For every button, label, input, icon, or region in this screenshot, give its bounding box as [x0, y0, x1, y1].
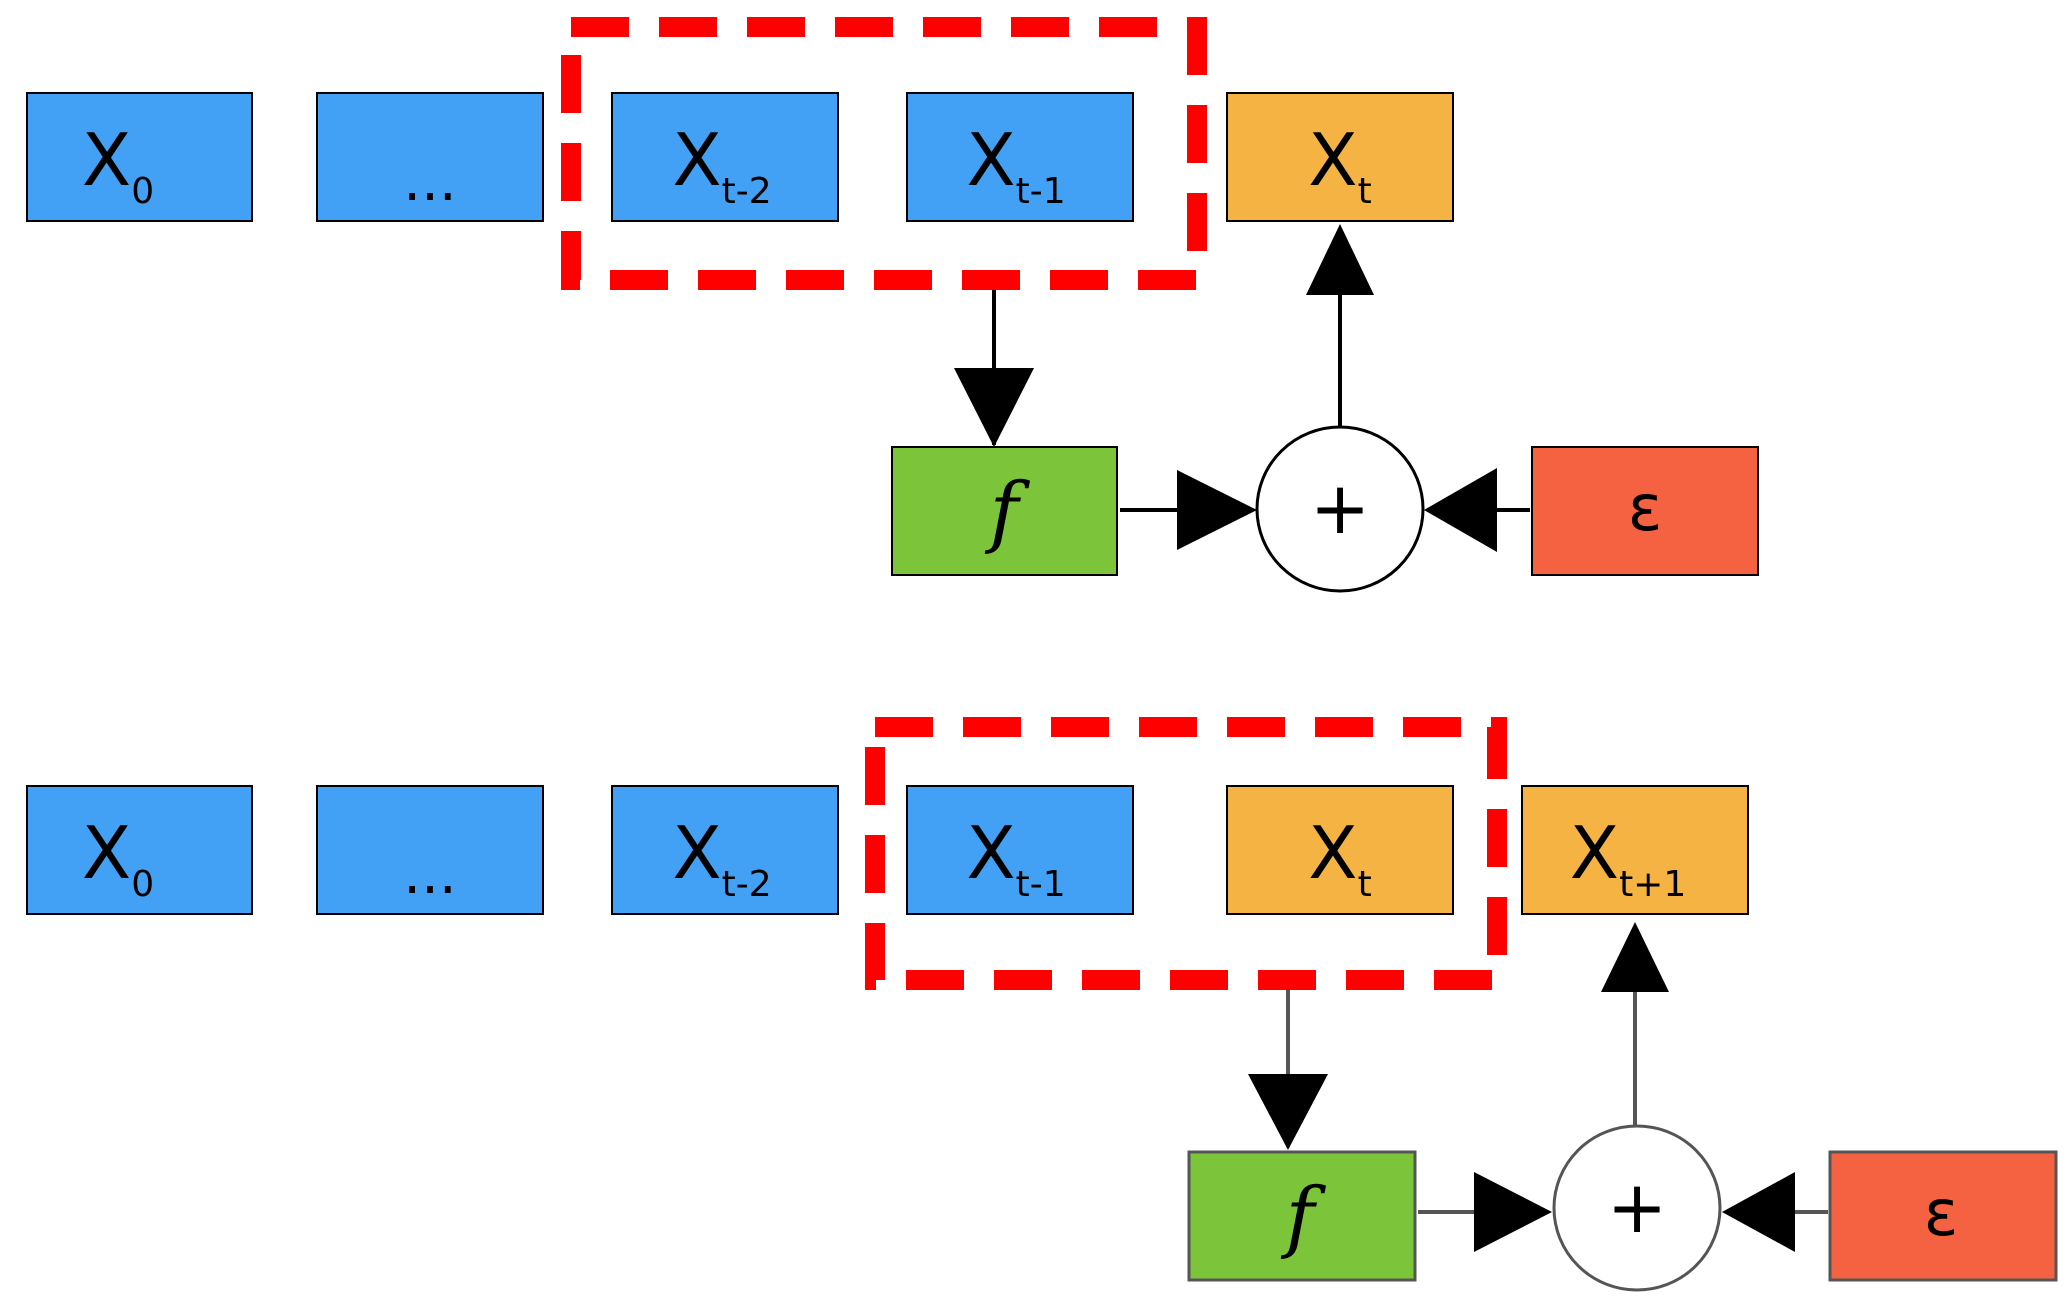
arrowhead-window-to-function	[1248, 1074, 1328, 1150]
node-main: X	[1308, 118, 1357, 202]
arrowhead-sum-to-target	[1306, 224, 1374, 295]
node-x-t-minus-1: Xt-1	[906, 92, 1134, 222]
node-main: ...	[403, 149, 456, 214]
node-subscript: t+1	[1619, 864, 1686, 905]
window-box-1	[561, 17, 1207, 290]
arrowhead-noise-to-sum	[1722, 1172, 1795, 1252]
sum-node: +	[1552, 1124, 1722, 1292]
svg-text:Xt: Xt	[1308, 811, 1371, 905]
node-x-t-minus-1: Xt-1	[906, 785, 1134, 915]
node-box	[26, 92, 253, 222]
node-x-t-plus-1: Xt+1	[1521, 785, 1749, 915]
arrowhead-function-to-sum	[1474, 1172, 1552, 1252]
node-main: X	[966, 118, 1015, 202]
node-box	[1521, 785, 1749, 915]
svg-text:Xt-2: Xt-2	[672, 118, 771, 212]
arrowhead-function-to-sum	[1177, 470, 1257, 550]
svg-text:Xt: Xt	[1308, 118, 1371, 212]
node-x0: X0	[26, 92, 253, 222]
node-x-t: Xt	[1226, 92, 1454, 222]
node-box	[1187, 1150, 1417, 1282]
arrowhead-window-to-function	[954, 368, 1034, 447]
node-box	[316, 785, 544, 915]
node-ellipsis: ...	[316, 785, 544, 915]
node-subscript: t-2	[722, 171, 772, 212]
node-box	[316, 92, 544, 222]
node-main: ...	[403, 842, 456, 907]
node-main: X	[82, 811, 131, 895]
node-box	[1226, 92, 1454, 222]
function-box: f	[891, 446, 1118, 576]
arrowhead-sum-to-target	[1601, 922, 1669, 992]
node-subscript: t	[1358, 171, 1372, 212]
node-box	[891, 446, 1118, 576]
node-box	[1226, 785, 1454, 915]
node-main: X	[1308, 811, 1357, 895]
node-x0: X0	[26, 785, 253, 915]
node-subscript: 0	[131, 171, 154, 212]
svg-text:Xt-1: Xt-1	[966, 811, 1065, 905]
noise-label: ε	[1924, 1177, 1959, 1251]
plus-label: +	[1607, 1165, 1667, 1249]
node-subscript: t-1	[1016, 864, 1066, 905]
node-main: X	[966, 811, 1015, 895]
node-subscript: t	[1358, 864, 1372, 905]
node-x-t-minus-2: Xt-2	[611, 92, 839, 222]
svg-text:X0: X0	[82, 118, 154, 212]
node-box	[611, 92, 839, 222]
node-box	[906, 92, 1134, 222]
node-box	[906, 785, 1134, 915]
node-box	[611, 785, 839, 915]
node-box	[26, 785, 253, 915]
node-x-t: Xt	[1226, 785, 1454, 915]
node-ellipsis: ...	[316, 92, 544, 222]
svg-text:Xt-1: Xt-1	[966, 118, 1065, 212]
plus-label: +	[1310, 466, 1370, 550]
node-main: X	[672, 811, 721, 895]
node-main: X	[1570, 811, 1619, 895]
node-subscript: t-1	[1016, 171, 1066, 212]
node-subscript: 0	[131, 864, 154, 905]
sum-node: +	[1255, 425, 1425, 593]
node-box	[1828, 1150, 2058, 1282]
node-subscript: t-2	[722, 864, 772, 905]
svg-text:X0: X0	[82, 811, 154, 905]
svg-text:Xt+1: Xt+1	[1570, 811, 1687, 905]
row-2: X0 ... Xt-2 Xt-1 Xt	[26, 717, 2058, 1292]
noise-box: ε	[1828, 1150, 2058, 1282]
node-main: X	[672, 118, 721, 202]
row-1: X0 ... Xt-2 Xt-1 Xt	[26, 17, 1759, 593]
window-box-2	[865, 717, 1507, 990]
noise-box: ε	[1531, 446, 1759, 576]
function-box: f	[1187, 1150, 1417, 1282]
noise-label: ε	[1628, 472, 1663, 546]
node-main: X	[82, 118, 131, 202]
node-box	[1531, 446, 1759, 576]
arrowhead-noise-to-sum	[1424, 468, 1497, 552]
node-x-t-minus-2: Xt-2	[611, 785, 839, 915]
svg-text:Xt-2: Xt-2	[672, 811, 771, 905]
